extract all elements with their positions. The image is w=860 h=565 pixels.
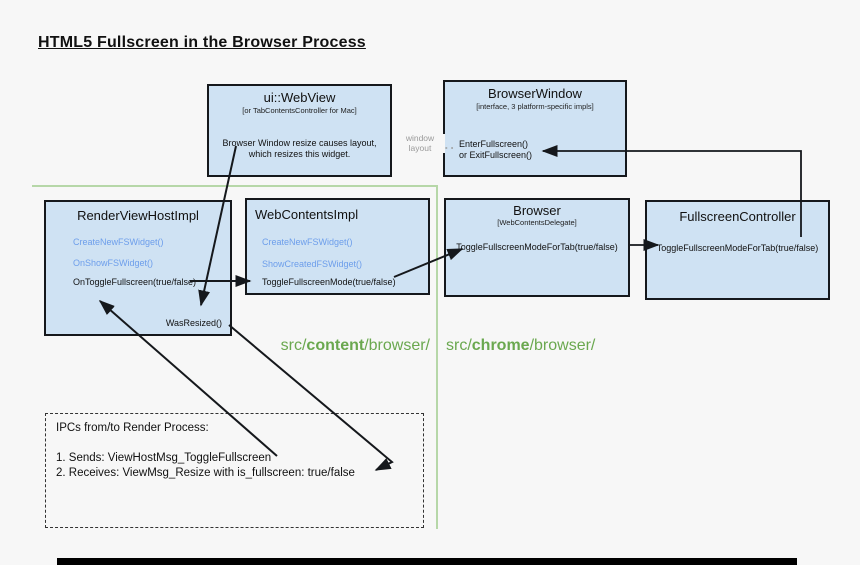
method-show-created-fswidget: ShowCreatedFSWidget() — [262, 259, 363, 269]
bottom-black-bar — [57, 558, 797, 565]
src-chrome-bold: chrome — [471, 337, 530, 354]
method-create-new-fswidget: CreateNewFSWidget() — [73, 237, 164, 247]
box-title: RenderViewHostImpl — [77, 208, 199, 223]
method-exit-fullscreen: or ExitFullscreen() — [459, 150, 533, 160]
method-create-new-fswidget: CreateNewFSWidget() — [262, 237, 353, 247]
box-title: WebContentsImpl — [255, 207, 359, 222]
box-title: FullscreenController — [679, 209, 796, 224]
box-render-view-host-impl: RenderViewHostImpl CreateNewFSWidget() O… — [44, 200, 232, 336]
box-fullscreen-controller: FullscreenController ToggleFullscreenMod… — [645, 200, 830, 300]
content-chrome-divider-line — [436, 185, 438, 529]
method-toggle-fullscreen-mode-for-tab: ToggleFullscreenModeForTab(true/false) — [656, 243, 819, 253]
box-title: ui::WebView — [263, 90, 336, 105]
src-suffix: /browser/ — [364, 337, 430, 354]
enter-exit-fullscreen-label: EnterFullscreen() or ExitFullscreen() — [459, 139, 532, 161]
window-layout-line1: window — [405, 133, 435, 143]
method-on-show-fswidget: OnShowFSWidget() — [73, 258, 154, 268]
box-title: Browser — [513, 203, 561, 218]
src-prefix: src/ — [446, 337, 472, 354]
box-title: BrowserWindow — [488, 86, 582, 101]
page-title: HTML5 Fullscreen in the Browser Process — [38, 34, 366, 51]
webview-note: Browser Window resize causes layout, whi… — [222, 138, 377, 159]
box-browser: Browser [WebContentsDelegate] ToggleFull… — [444, 198, 630, 297]
content-region-top-line — [32, 185, 437, 187]
window-layout-line2: layout — [408, 142, 432, 153]
box-subtitle: [interface, 3 platform-specific impls] — [476, 102, 594, 111]
method-toggle-fullscreen-mode: ToggleFullscreenMode(true/false) — [262, 277, 396, 287]
box-subtitle: [or TabContentsController for Mac] — [242, 106, 357, 115]
src-content-browser-label: src/content/browser/ — [270, 337, 430, 355]
src-prefix: src/ — [280, 337, 307, 354]
ipc-note-heading: IPCs from/to Render Process: — [56, 422, 209, 434]
ipc-note-item-sends: 1. Sends: ViewHostMsg_ToggleFullscreen — [56, 452, 272, 464]
box-web-contents-impl: WebContentsImpl CreateNewFSWidget() Show… — [245, 198, 430, 295]
ipc-note-box: IPCs from/to Render Process: 1. Sends: V… — [45, 413, 424, 528]
method-enter-fullscreen: EnterFullscreen() — [459, 139, 529, 149]
method-was-resized: WasResized() — [165, 318, 222, 328]
box-subtitle: [WebContentsDelegate] — [497, 218, 577, 227]
box-browser-window: BrowserWindow [interface, 3 platform-spe… — [443, 80, 627, 177]
method-toggle-fullscreen-mode-for-tab: ToggleFullscreenModeForTab(true/false) — [456, 242, 618, 252]
src-suffix: /browser/ — [529, 337, 596, 354]
method-on-toggle-fullscreen: OnToggleFullscreen(true/false) — [73, 277, 197, 287]
box-ui-webview: ui::WebView [or TabContentsController fo… — [207, 84, 392, 177]
ipc-note-item-receives: 2. Receives: ViewMsg_Resize with is_full… — [56, 467, 355, 479]
window-layout-label: window layout — [395, 133, 445, 153]
src-content-bold: content — [306, 337, 365, 354]
src-chrome-browser-label: src/chrome/browser/ — [446, 337, 595, 355]
